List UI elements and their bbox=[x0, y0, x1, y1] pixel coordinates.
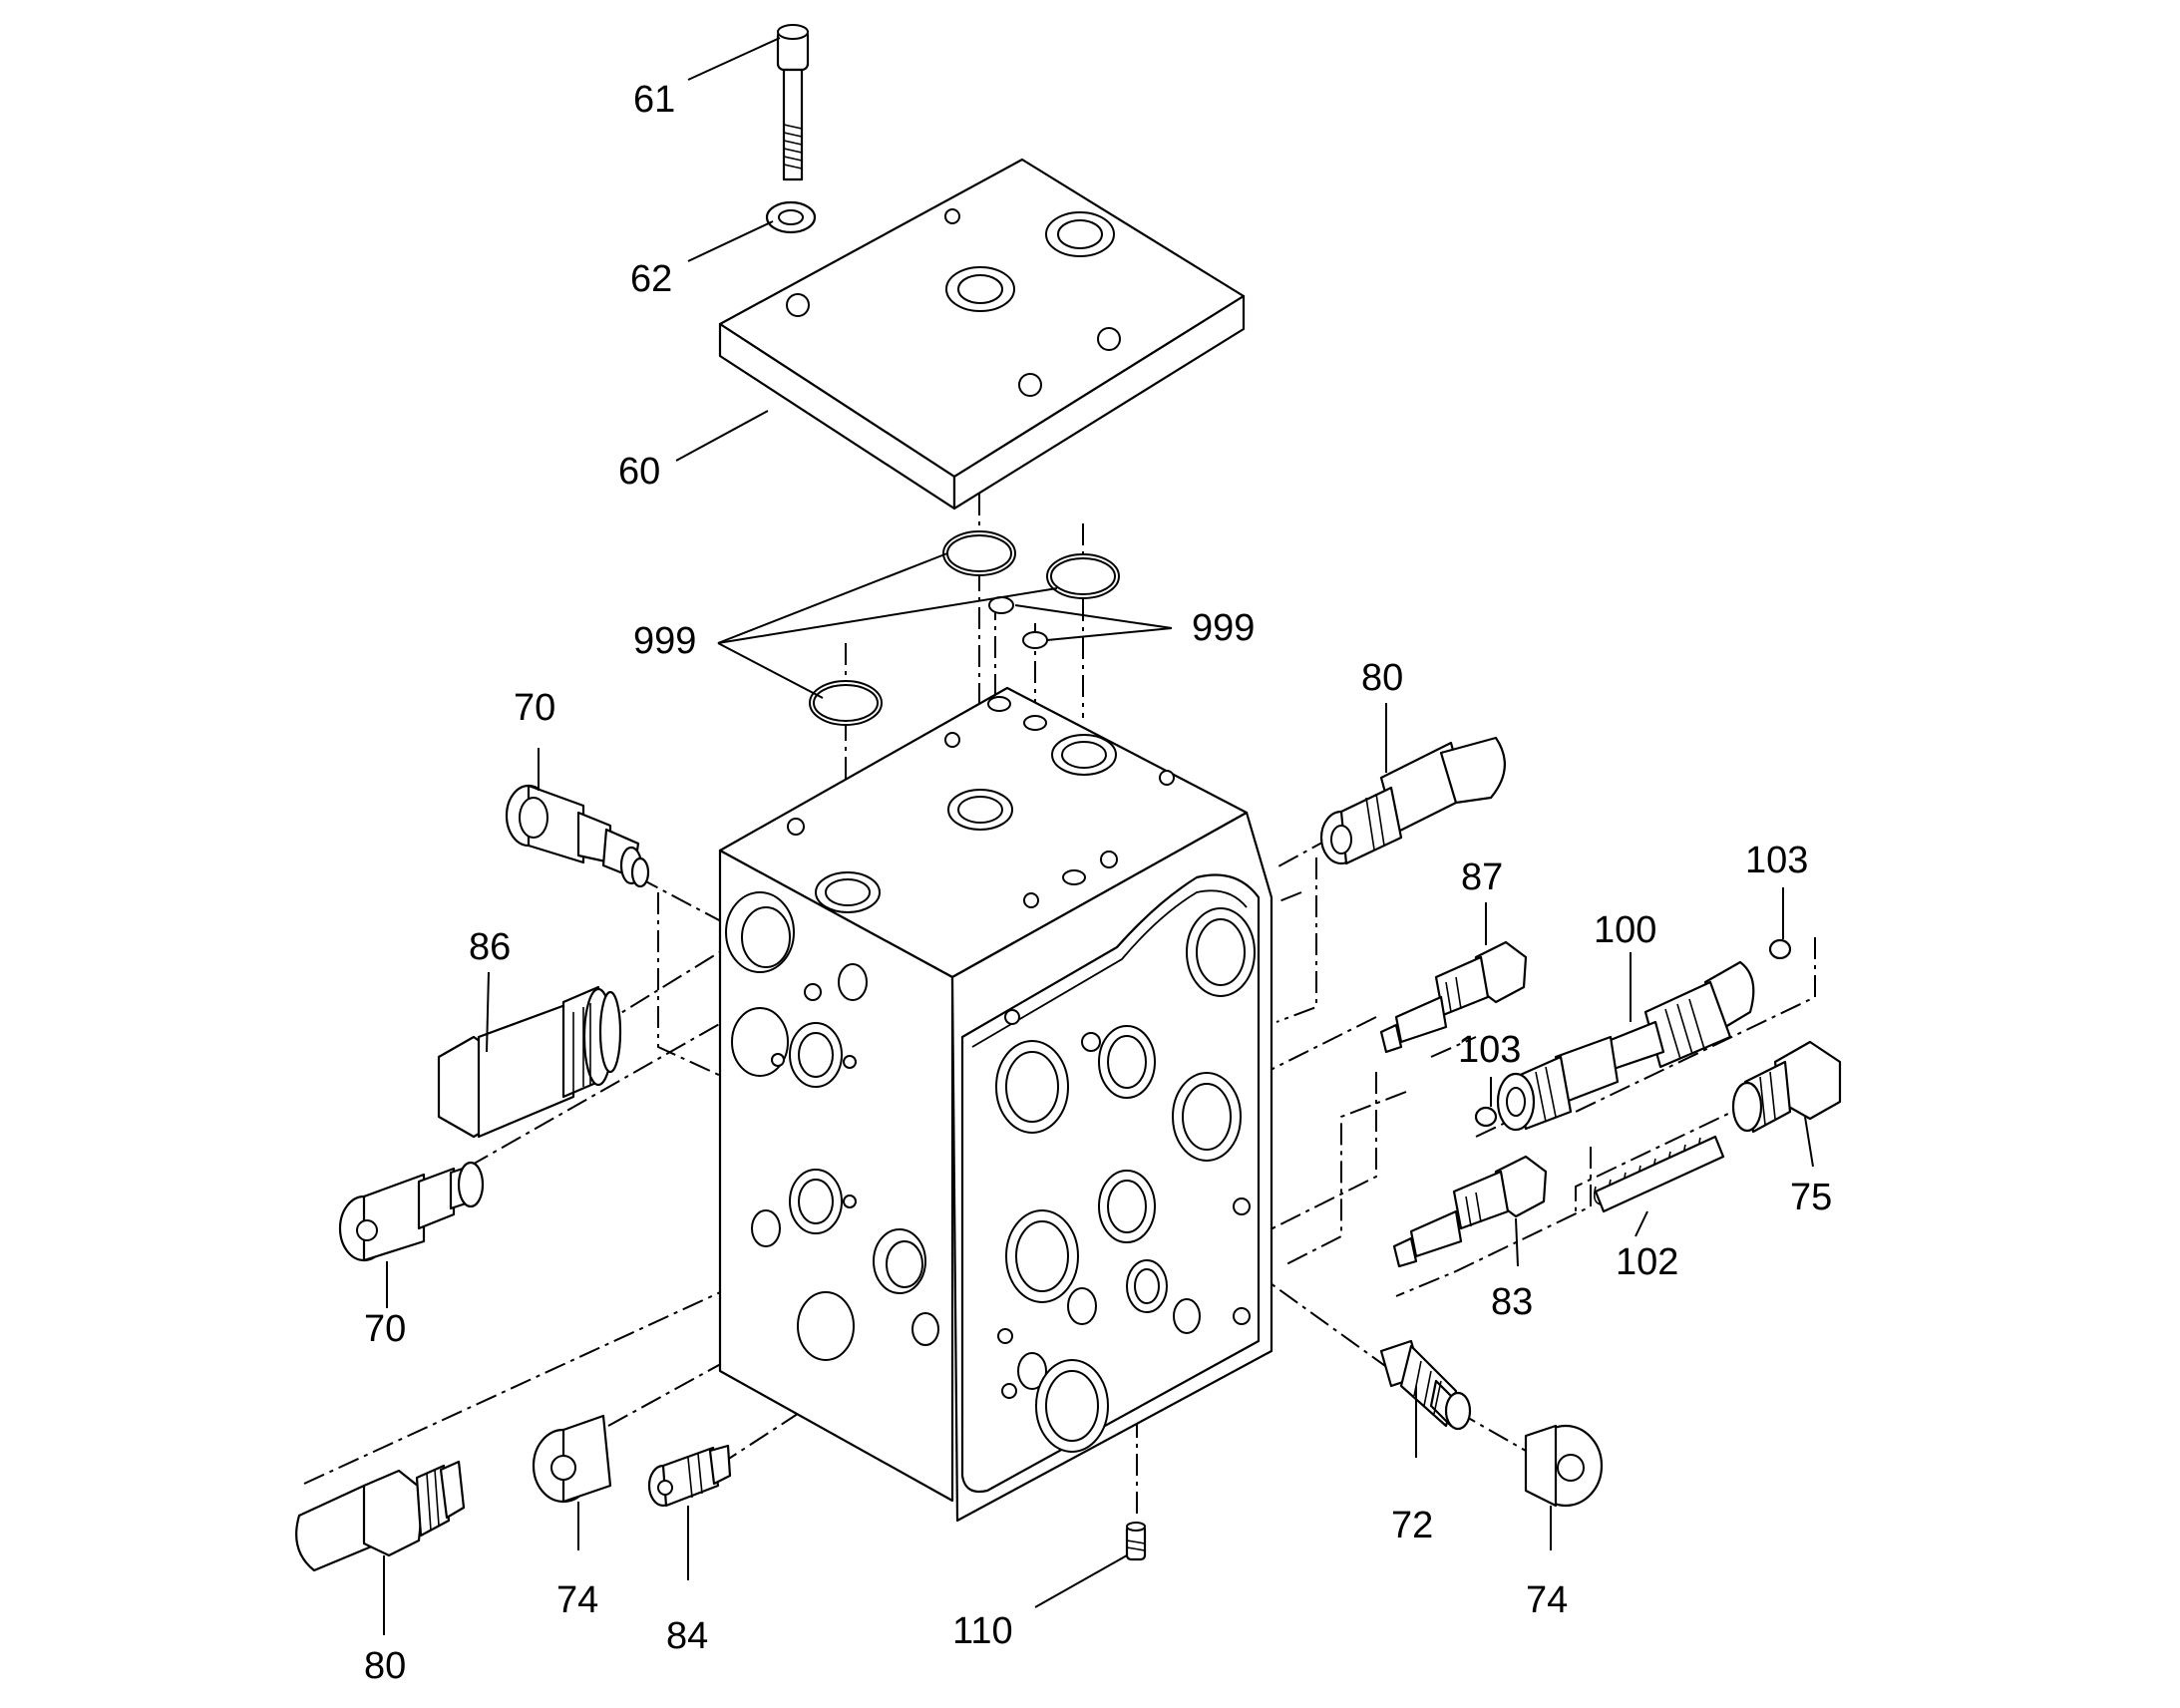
callout-110: 110 bbox=[952, 1610, 1013, 1652]
valve-insert-87 bbox=[1379, 940, 1528, 1054]
callout-70-upper: 70 bbox=[514, 687, 555, 729]
callout-102: 102 bbox=[1616, 1241, 1678, 1283]
set-screw-110 bbox=[1125, 1522, 1147, 1561]
callout-103-upper: 103 bbox=[1745, 840, 1808, 881]
callout-86: 86 bbox=[469, 926, 511, 968]
callout-62: 62 bbox=[630, 258, 672, 300]
cartridge-80-lower bbox=[295, 1460, 466, 1572]
top-plate-60 bbox=[718, 158, 1246, 511]
bolt-61 bbox=[776, 24, 810, 181]
valve-70-upper bbox=[505, 784, 650, 888]
callout-87: 87 bbox=[1461, 856, 1503, 898]
cartridge-80-upper bbox=[1319, 736, 1506, 865]
plug-75 bbox=[1731, 1040, 1842, 1134]
callout-999-right: 999 bbox=[1192, 607, 1255, 649]
callout-72: 72 bbox=[1391, 1505, 1433, 1546]
callout-labels: 61 62 60 999 999 70 86 70 80 87 100 103 … bbox=[364, 79, 1832, 1687]
callout-61: 61 bbox=[633, 79, 675, 121]
callout-84: 84 bbox=[666, 1615, 708, 1657]
valve-insert-83 bbox=[1392, 1155, 1548, 1268]
cartridge-72 bbox=[1379, 1339, 1472, 1431]
plug-84 bbox=[647, 1444, 732, 1508]
plug-74-right bbox=[1524, 1424, 1604, 1508]
callout-103-lower: 103 bbox=[1458, 1029, 1521, 1071]
callout-75: 75 bbox=[1790, 1177, 1832, 1218]
callout-100: 100 bbox=[1594, 909, 1656, 951]
plug-103-upper bbox=[1768, 938, 1792, 960]
callout-70-lower: 70 bbox=[364, 1308, 406, 1350]
callout-80-lower: 80 bbox=[364, 1645, 406, 1687]
relief-valve-86 bbox=[437, 985, 622, 1139]
spool-100 bbox=[1496, 960, 1755, 1132]
callout-83: 83 bbox=[1491, 1281, 1533, 1323]
leader-lines bbox=[383, 37, 1814, 1635]
callout-80-upper: 80 bbox=[1361, 657, 1403, 699]
callout-74-left: 74 bbox=[556, 1579, 598, 1621]
o-rings-999 bbox=[809, 530, 1120, 829]
valve-70-lower bbox=[338, 1161, 485, 1262]
valve-block bbox=[718, 686, 1273, 1523]
plug-103-lower bbox=[1474, 1106, 1498, 1128]
callout-999-left: 999 bbox=[633, 620, 696, 662]
washer-62 bbox=[765, 200, 817, 234]
callout-74-right: 74 bbox=[1526, 1579, 1568, 1621]
plug-74-left bbox=[532, 1414, 612, 1504]
spring-102 bbox=[1593, 1135, 1725, 1213]
callout-60: 60 bbox=[618, 451, 660, 493]
